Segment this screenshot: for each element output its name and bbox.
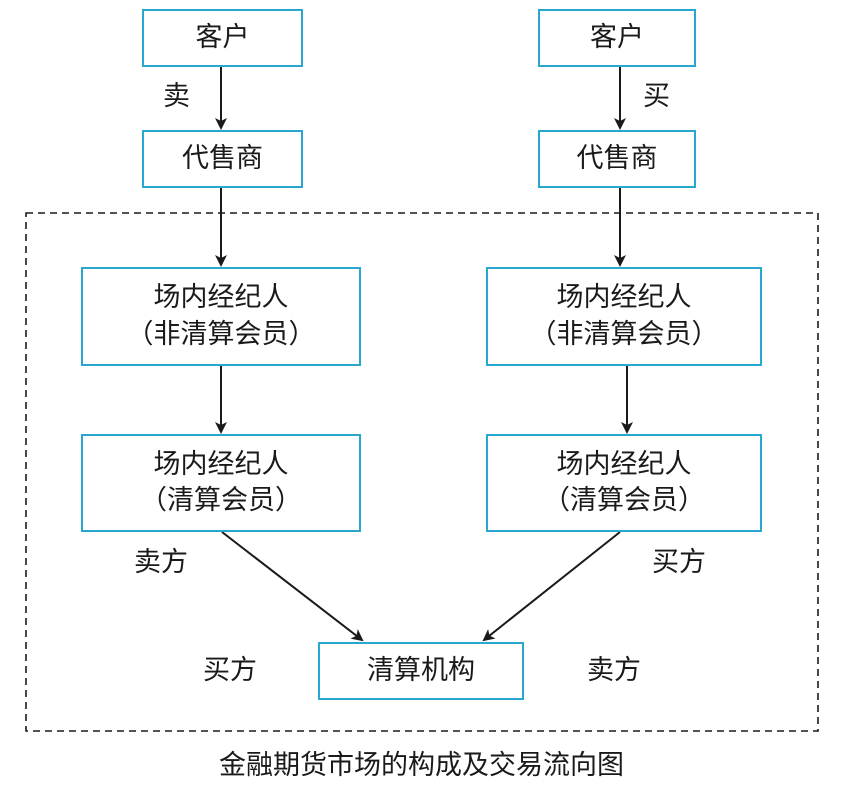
arrow-left-clearing-to-clearinghouse xyxy=(221,531,364,642)
exchange-boundary xyxy=(25,212,819,732)
left-sell-label: 卖 xyxy=(163,81,190,112)
right-nonclearing-line1: 场内经纪人 xyxy=(556,282,692,314)
figure-caption: 金融期货市场的构成及交易流向图 xyxy=(219,750,624,781)
arrow-right-clearing-to-clearinghouse xyxy=(482,531,621,642)
right-customer-label: 客户 xyxy=(590,21,644,53)
right-dealer-label: 代售商 xyxy=(576,142,658,174)
left-clearing-line2: （清算会员） xyxy=(140,485,302,516)
left-nonclearing-line2: （非清算会员） xyxy=(126,318,316,350)
right-nonclearing-line2: （非清算会员） xyxy=(529,318,719,350)
left-nonclearing-broker-box: 场内经纪人 （非清算会员） xyxy=(81,267,361,366)
left-dealer-label: 代售商 xyxy=(182,142,263,174)
clearing-house-box: 清算机构 xyxy=(318,642,524,700)
right-clearing-line2: （清算会员） xyxy=(543,485,705,516)
left-customer-box: 客户 xyxy=(142,9,303,67)
right-clearing-broker-box: 场内经纪人 （清算会员） xyxy=(486,434,762,532)
right-clearing-line1: 场内经纪人 xyxy=(556,448,692,480)
right-buy-label: 买 xyxy=(643,81,670,112)
bottom-right-seller-label: 卖方 xyxy=(587,655,641,686)
right-nonclearing-broker-box: 场内经纪人 （非清算会员） xyxy=(486,267,762,366)
left-nonclearing-line1: 场内经纪人 xyxy=(153,282,289,314)
right-dealer-box: 代售商 xyxy=(538,130,696,188)
left-customer-label: 客户 xyxy=(195,21,250,53)
left-clearing-line1: 场内经纪人 xyxy=(153,448,289,480)
left-seller-label: 卖方 xyxy=(134,547,188,578)
bottom-left-buyer-label: 买方 xyxy=(203,655,257,686)
right-buyer-label: 买方 xyxy=(652,547,706,578)
left-clearing-broker-box: 场内经纪人 （清算会员） xyxy=(81,434,361,532)
right-customer-box: 客户 xyxy=(538,9,696,67)
clearing-house-label: 清算机构 xyxy=(367,654,475,686)
left-dealer-box: 代售商 xyxy=(142,130,303,188)
